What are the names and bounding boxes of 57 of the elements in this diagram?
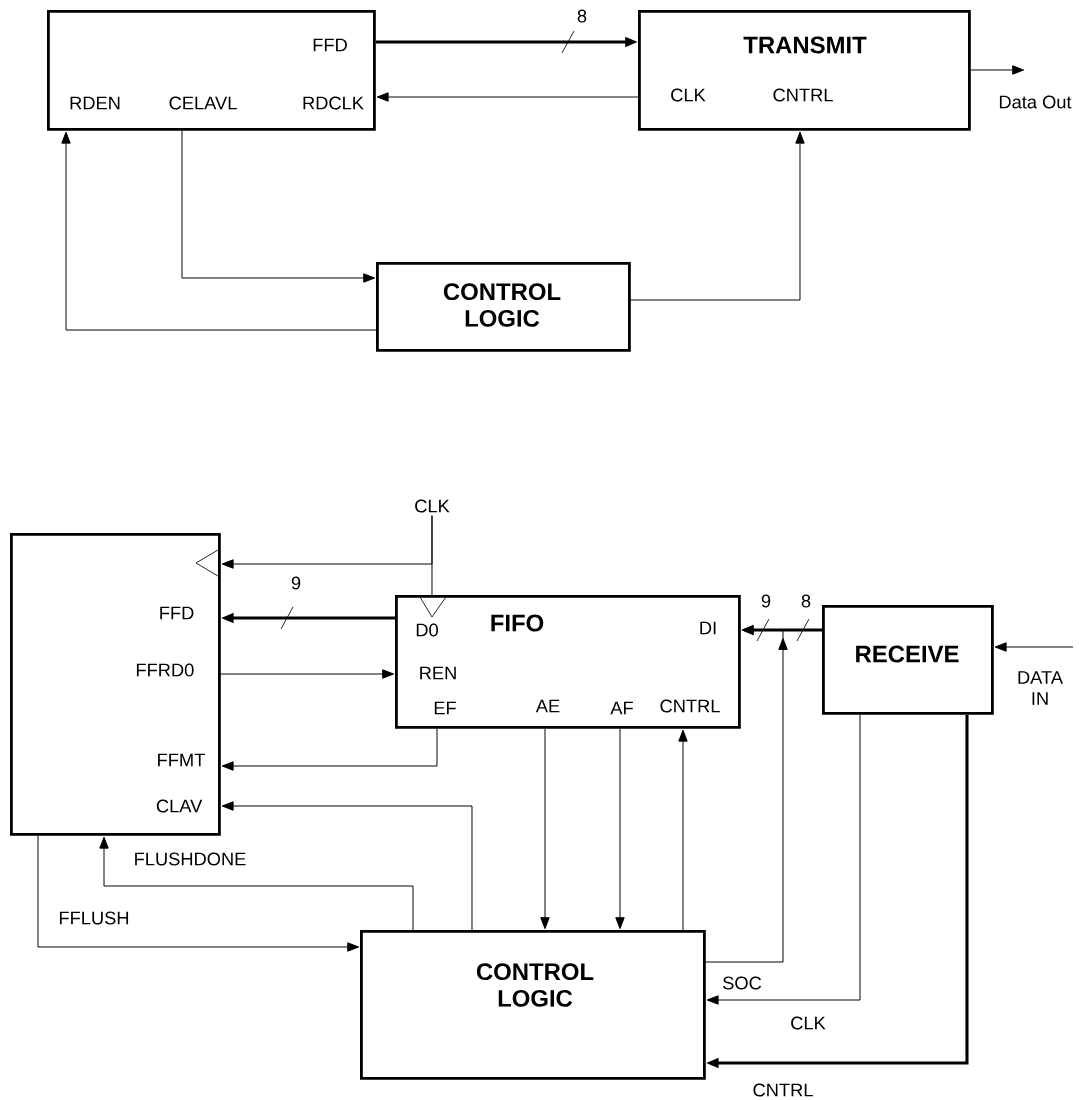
block-box [10,533,221,836]
pin-label: FFD [313,38,347,52]
pin-label: CELAVL [169,96,237,110]
block-title: CONTROL LOGIC [443,283,561,327]
arrow [705,625,788,963]
block-box [822,605,994,715]
arrow [221,801,473,931]
arrow [615,728,625,930]
pin-label: FFMT [158,753,205,767]
pin-label: CNTRL [660,699,720,713]
arrow [376,92,639,102]
block-title: CONTROL LOGIC [476,963,594,1007]
arrow [61,131,377,331]
block-box [47,10,376,131]
edge-label: CLK [788,1015,828,1031]
pin-label: CNTRL [773,88,833,102]
edge-label: SOC [720,975,764,991]
block-title: FIFO [491,614,544,632]
edge-label: 8 [799,593,813,609]
pin-label: FFD [160,606,194,620]
block-box [638,10,971,131]
block-title: TRANSMIT [743,36,867,54]
edge-label: Data Out [997,94,1073,110]
bus-width-label: 9 [759,593,773,609]
arrow [220,669,395,679]
pin-label: DI [700,621,716,635]
edge-label: 8 [575,8,589,24]
pin-label: D0 [416,623,438,637]
pin-label: CLK [671,88,706,102]
pin-label: EF [434,701,456,715]
arrow [630,131,805,301]
pin-label: RDCLK [303,96,364,110]
arrow [99,836,414,931]
block-title: RECEIVE [856,645,959,663]
pin-label: REN [420,666,456,680]
arrow [181,130,376,283]
block-box [360,930,706,1080]
signal-label: CLK [415,499,450,513]
arrow [994,642,1074,652]
arrow [678,729,688,931]
arrow [221,728,438,771]
edge-label: CNTRL [751,1082,815,1098]
arrow [37,835,360,952]
block-box [376,262,631,352]
block-box [395,595,741,729]
edge-label: FLUSHDONE [132,851,248,867]
pin-label: FFRD0 [136,663,194,677]
edge-label: DATA IN [1003,669,1077,707]
pin-label: CLAV [156,799,203,813]
edge-label: FFLUSH [57,910,131,926]
pin-label: RDEN [70,96,120,110]
pin-label: AE [535,699,560,713]
pin-label: AF [610,701,633,715]
arrow [706,714,861,1005]
arrow [540,728,550,930]
edge-label: 9 [289,575,303,591]
arrow [970,65,1025,75]
